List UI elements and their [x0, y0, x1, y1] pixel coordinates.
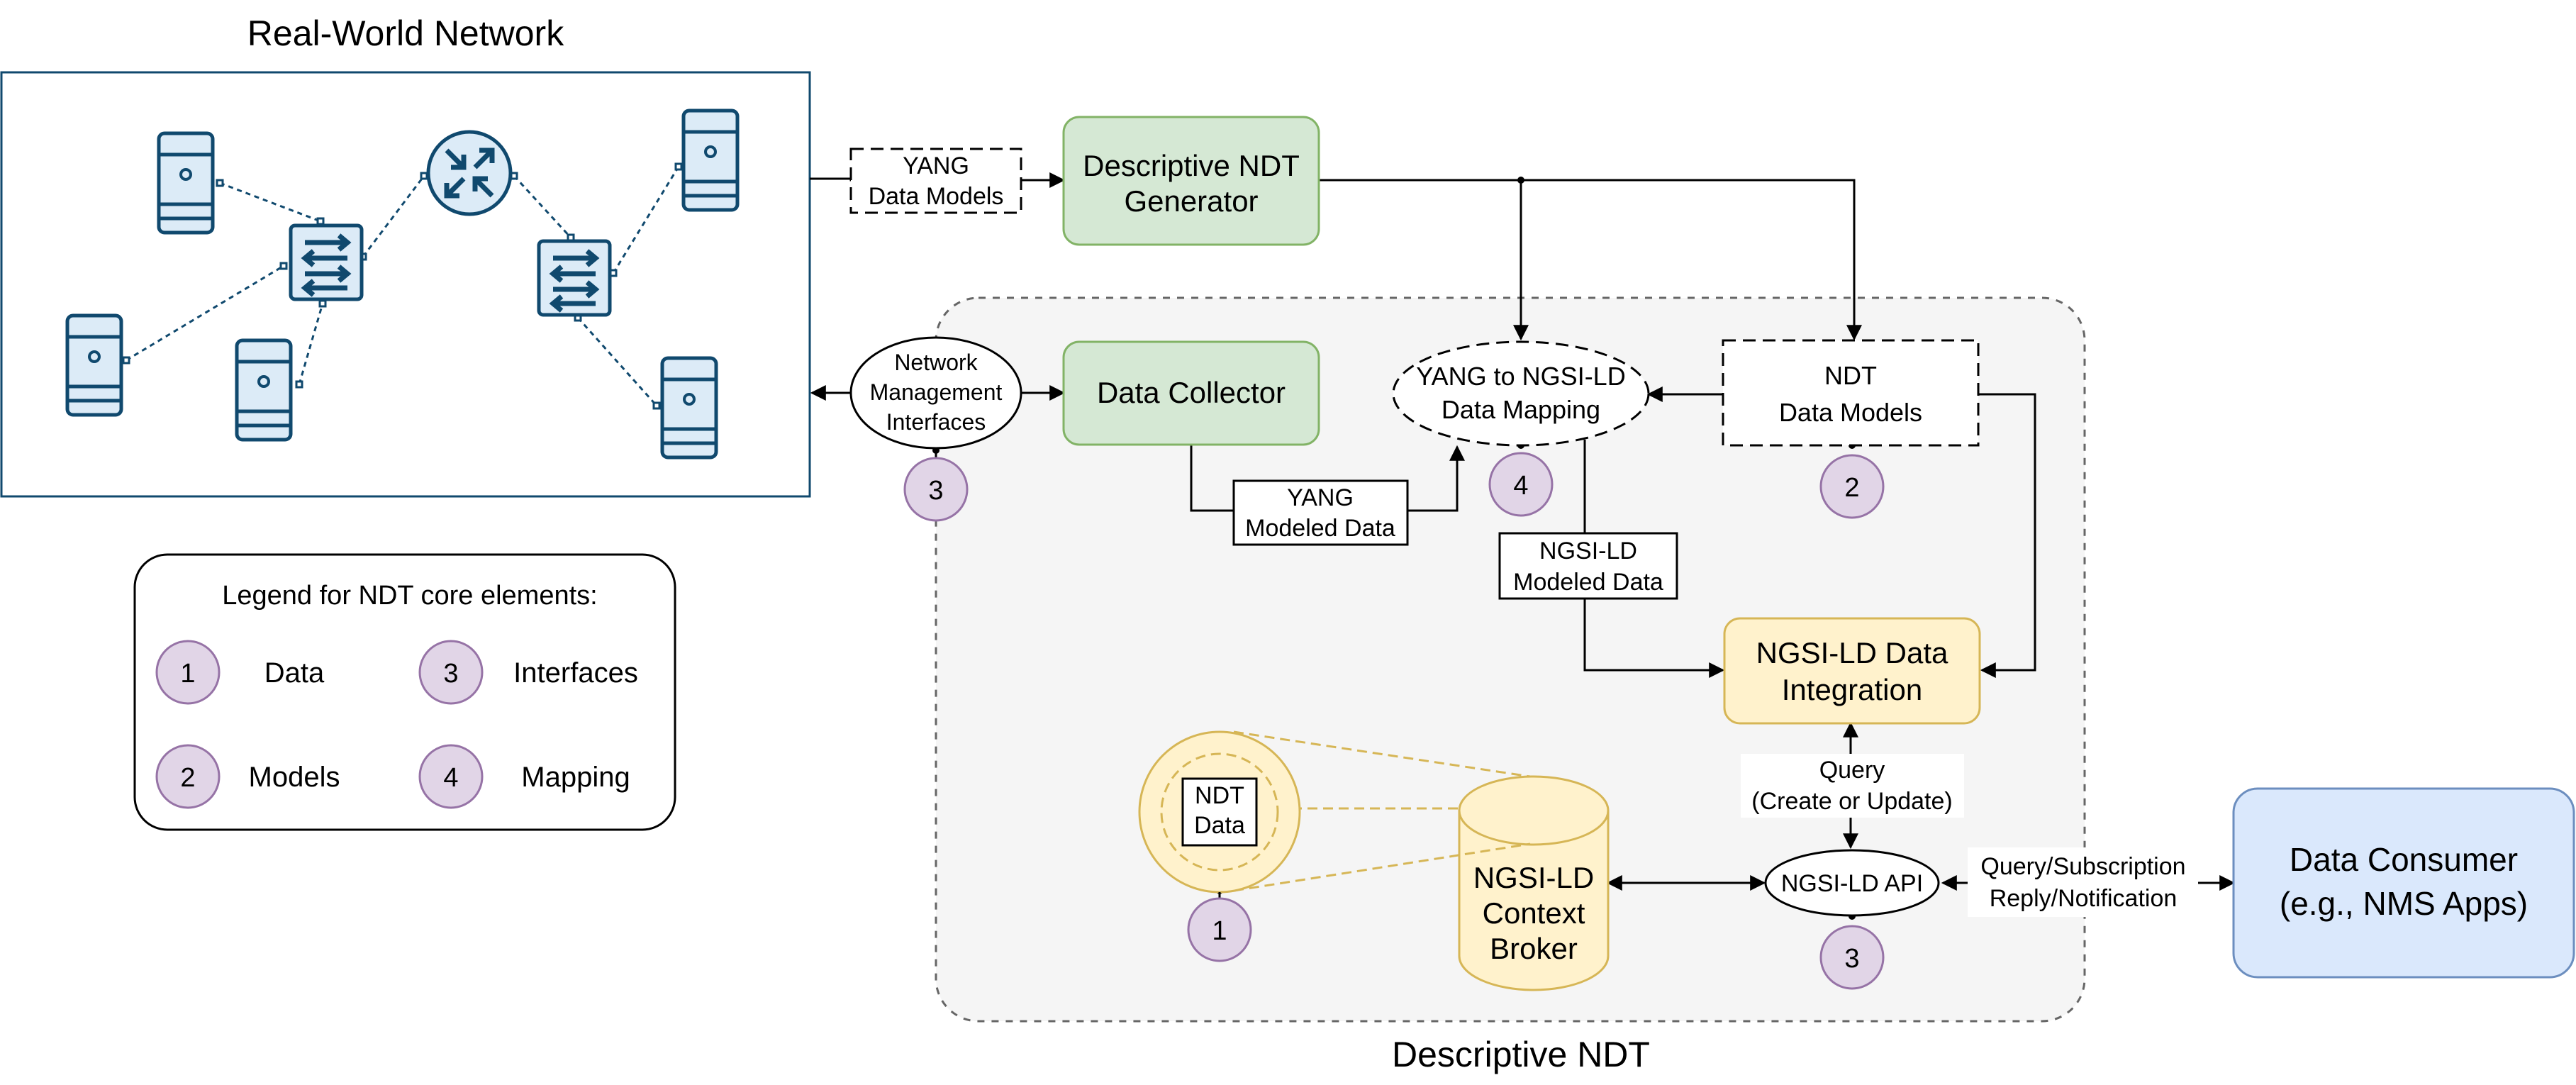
ngsi-ld-modeled-data-line-1: NGSI-LD	[1539, 538, 1637, 564]
legend-badge-4-num: 4	[443, 763, 458, 793]
badge-mapping-num: 4	[1513, 471, 1528, 501]
yang-modeled-data-label-box	[1232, 479, 1409, 546]
subscription-line-2: Reply/Notification	[1990, 885, 2178, 912]
legend-box	[133, 553, 676, 831]
legend-badge-1	[155, 640, 221, 705]
legend-label-interfaces: Interfaces	[513, 657, 638, 689]
yang-data-models-line-1: YANG	[903, 152, 969, 179]
mapping-line-2: Data Mapping	[1442, 395, 1600, 424]
ngsi-ld-modeled-data-line-2: Modeled Data	[1513, 569, 1663, 596]
context-broker-line-2: Context	[1483, 896, 1585, 930]
link-endpoints	[122, 162, 683, 410]
server-icon	[684, 111, 737, 210]
data-collector-label: Data Collector	[1097, 376, 1286, 409]
descriptive-ndt-generator-box[interactable]	[1062, 116, 1320, 246]
real-world-network-title: Real-World Network	[247, 13, 564, 53]
ndt-data-box[interactable]	[1181, 777, 1258, 847]
server-icon	[67, 316, 121, 415]
generator-label-1: Descriptive NDT	[1083, 149, 1300, 182]
ngsi-ld-api-ellipse[interactable]	[1764, 849, 1940, 917]
yang-modeled-data-line-1: YANG	[1287, 484, 1354, 511]
legend-badge-2	[155, 744, 221, 809]
yang-modeled-data-line-2: Modeled Data	[1245, 515, 1395, 542]
context-broker-line-1: NGSI-LD	[1473, 861, 1594, 894]
server-icon	[159, 133, 213, 233]
data-consumer-line-1: Data Consumer	[2290, 841, 2518, 878]
legend-label-models: Models	[249, 762, 340, 793]
badge-interfaces	[903, 457, 969, 522]
subscription-label-box	[1968, 847, 2198, 917]
badge-api-interfaces-num: 3	[1844, 944, 1859, 974]
data-collector-box[interactable]	[1062, 340, 1320, 446]
badge-mapping	[1488, 452, 1554, 517]
integration-line-2: Integration	[1782, 673, 1922, 706]
query-line-2: (Create or Update)	[1751, 788, 1952, 815]
legend-badge-2-num: 2	[180, 763, 195, 793]
legend-badge-3-num: 3	[443, 659, 458, 689]
nm-interfaces-line-3: Interfaces	[886, 409, 986, 435]
yang-data-models-label-box	[849, 148, 1022, 214]
switch-icon	[539, 241, 610, 315]
badge-interfaces-num: 3	[928, 476, 943, 506]
context-broker-cylinder[interactable]	[1458, 775, 1610, 991]
ngsi-ld-data-integration-box[interactable]	[1723, 617, 1981, 725]
query-label-box	[1741, 754, 1964, 818]
ndt-data-line-2: Data	[1194, 812, 1245, 839]
ngsi-ld-api-label: NGSI-LD API	[1781, 870, 1923, 897]
switch-icon	[291, 226, 362, 299]
data-consumer-box[interactable]	[2232, 787, 2575, 979]
generator-label-2: Generator	[1124, 184, 1258, 218]
server-icon	[237, 340, 291, 440]
nm-interfaces-line-2: Management	[870, 379, 1003, 405]
subscription-line-1: Query/Subscription	[1980, 853, 2185, 880]
legend-badge-1-num: 1	[180, 659, 195, 689]
ndt-data-models-line-2: Data Models	[1779, 398, 1922, 427]
ngsi-ld-modeled-data-label-box	[1498, 532, 1678, 600]
mapping-line-1: YANG to NGSI-LD	[1416, 362, 1625, 391]
legend-label-data: Data	[264, 657, 325, 689]
data-consumer-line-2: (e.g., NMS Apps)	[2280, 885, 2528, 922]
badge-api-interfaces	[1819, 925, 1885, 990]
ndt-data-models-line-1: NDT	[1824, 361, 1877, 390]
ndt-data-models-box[interactable]	[1722, 339, 1980, 447]
zoom-lines	[1233, 730, 1531, 892]
badge-models-num: 2	[1844, 473, 1859, 503]
server-icon	[662, 358, 716, 457]
legend-label-mapping: Mapping	[521, 762, 630, 793]
network-links	[126, 166, 680, 407]
integration-line-1: NGSI-LD Data	[1756, 636, 1948, 669]
query-line-1: Query	[1819, 757, 1885, 784]
yang-data-models-line-2: Data Models	[869, 183, 1004, 210]
context-broker-line-3: Broker	[1490, 932, 1578, 965]
badge-data	[1187, 897, 1252, 962]
badge-models	[1819, 454, 1885, 519]
badge-data-num: 1	[1212, 916, 1227, 946]
legend-badge-4	[418, 744, 484, 809]
legend-badge-3	[418, 640, 484, 705]
ndt-data-line-1: NDT	[1195, 782, 1244, 809]
descriptive-ndt-title: Descriptive NDT	[1392, 1035, 1650, 1074]
legend-title: Legend for NDT core elements:	[222, 581, 597, 611]
nm-interfaces-line-1: Network	[894, 350, 978, 375]
yang-to-ngsi-ld-mapping-ellipse[interactable]	[1392, 340, 1650, 447]
router-icon	[428, 132, 511, 214]
